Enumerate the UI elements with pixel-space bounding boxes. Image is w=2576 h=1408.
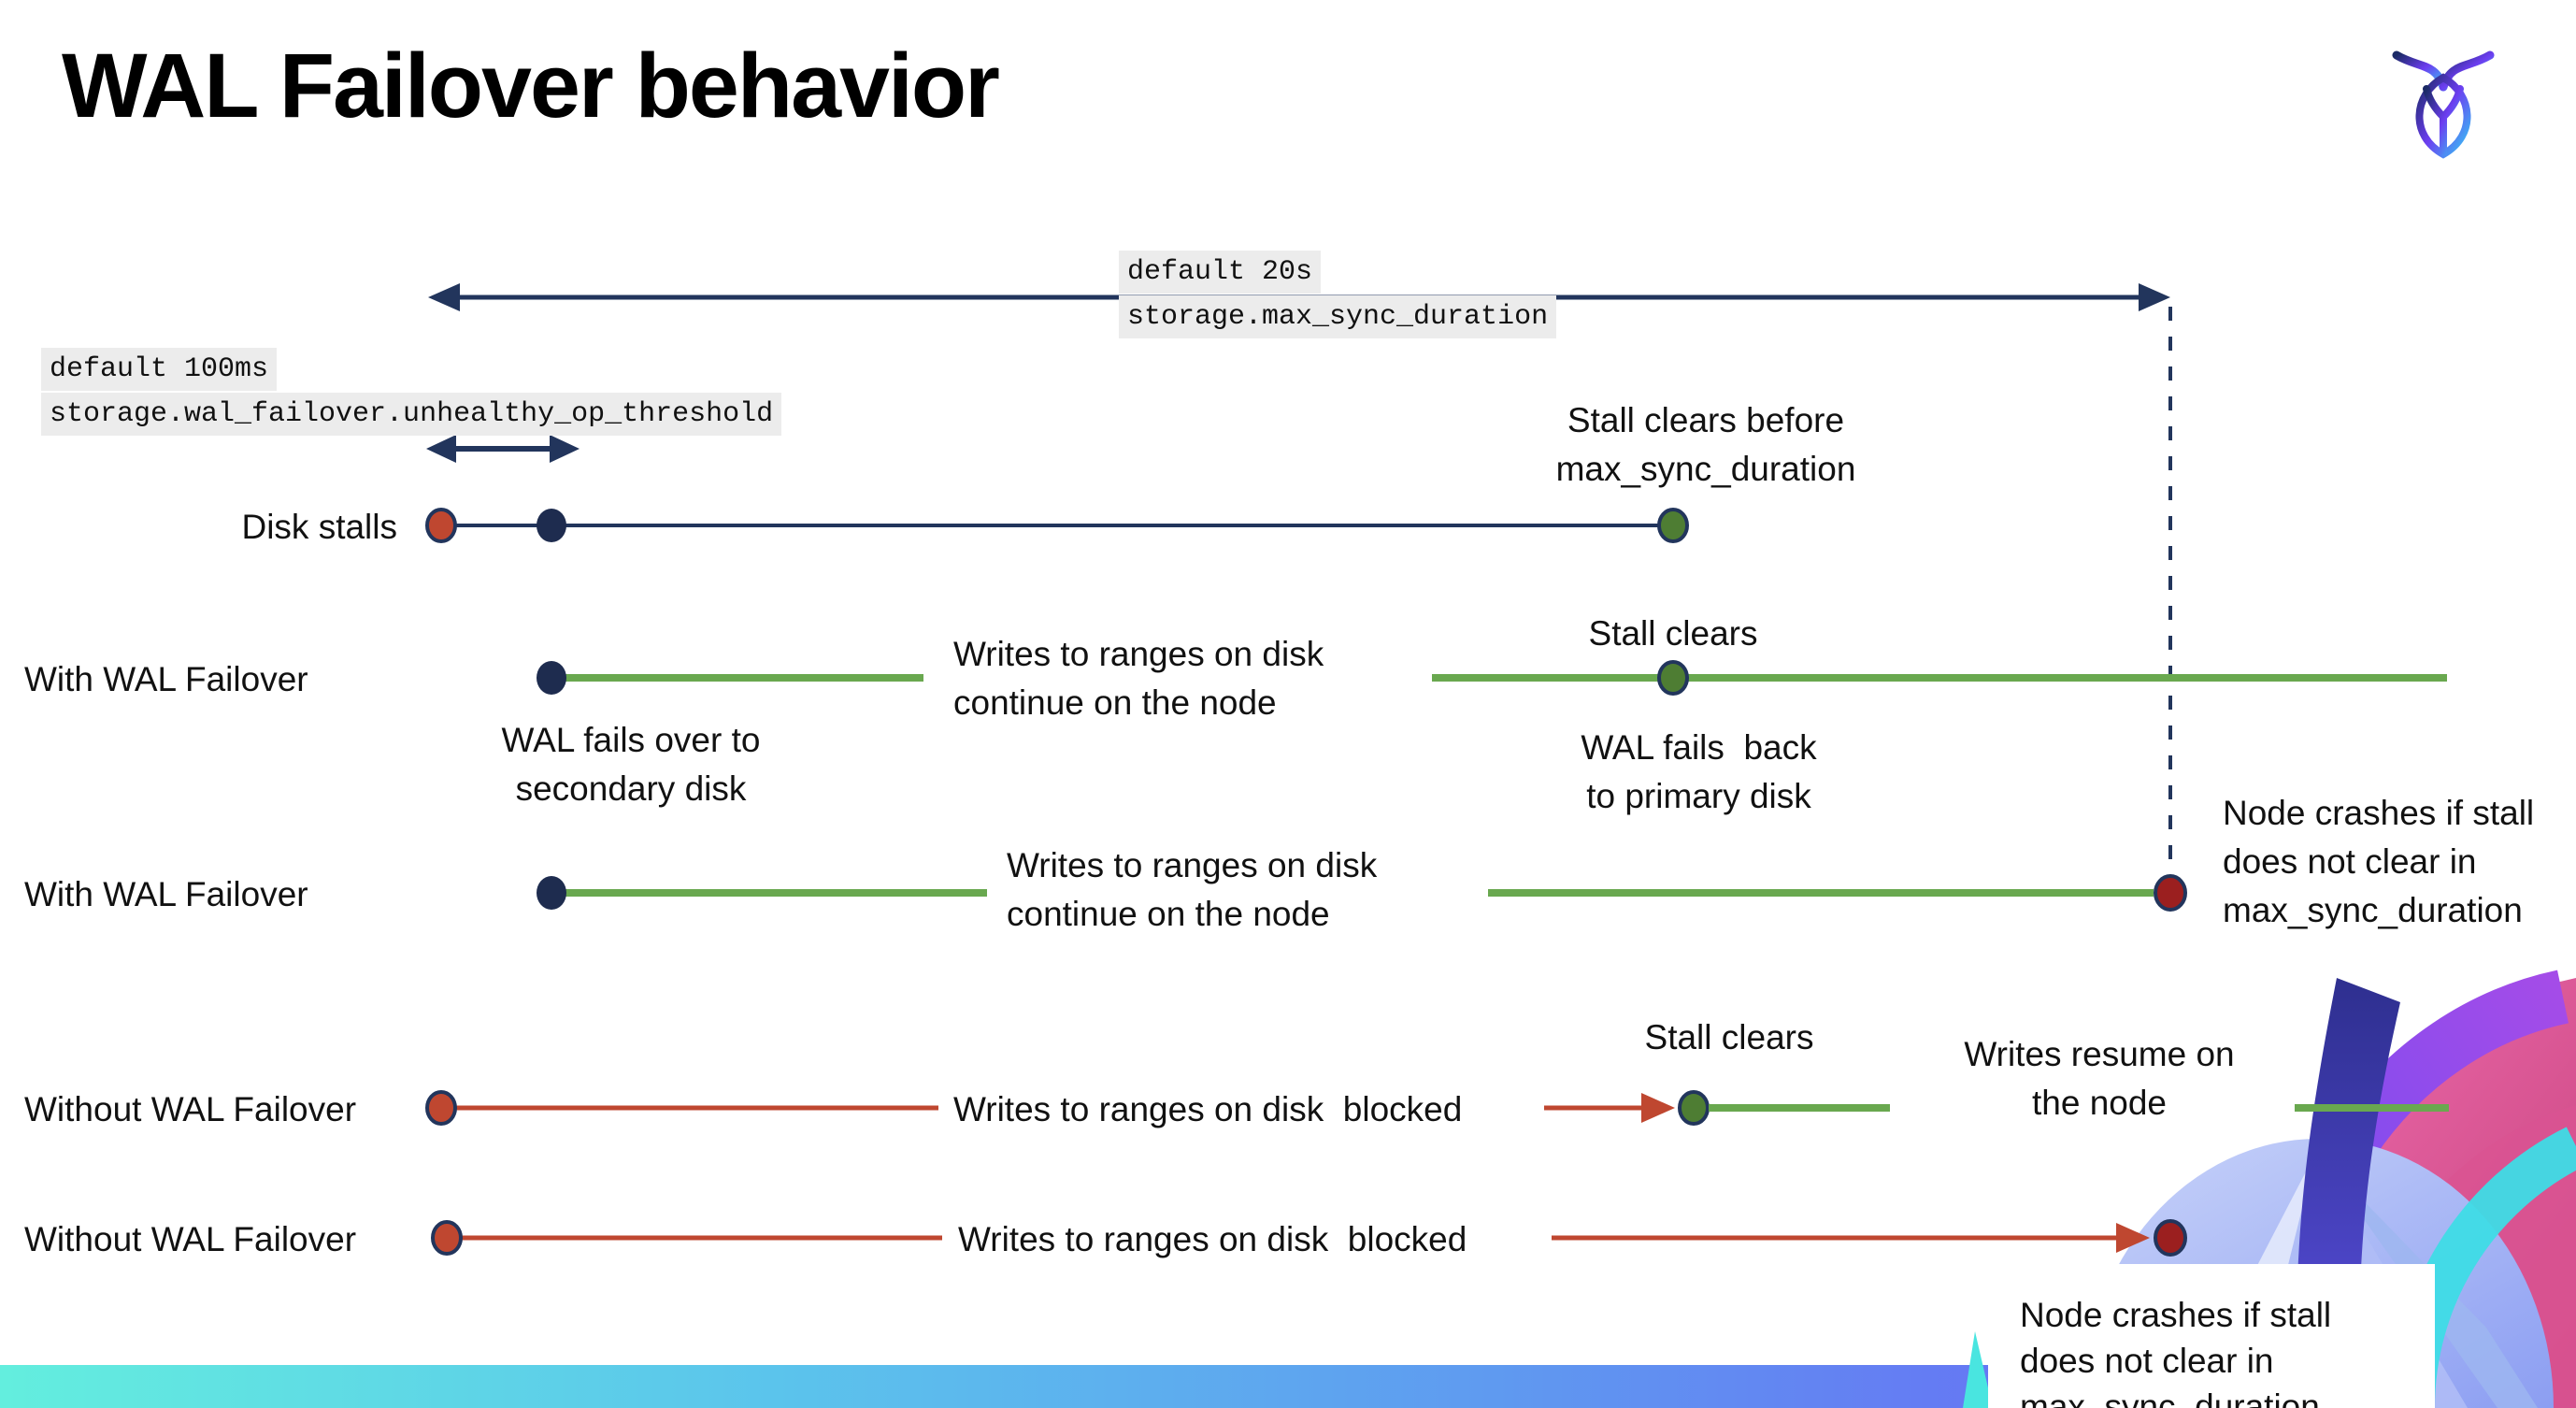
timeline-row-without-failover-clears [425,1090,2449,1126]
arrowhead-right-icon [2139,283,2170,311]
arrowhead-left-icon [428,283,460,311]
row-label-without-wal-failover-2: Without WAL Failover [24,1220,357,1258]
annotation-writes-blocked-1: Writes to ranges on disk blocked [953,1090,1463,1128]
annotation-wal-fails-over: WAL fails over to secondary disk [501,721,761,808]
arrowhead-right-icon [550,435,580,463]
setting-name: storage.max_sync_duration [1119,295,1557,338]
stall-clears-dot [1657,508,1689,543]
stall-clears-dot [1678,1090,1710,1126]
annotation-wal-fails-back: WAL fails back to primary disk [1581,728,1817,815]
page-title: WAL Failover behavior [62,35,1000,136]
failover-dot [537,661,566,695]
stall-clears-dot [1657,660,1689,696]
row-label-with-wal-failover-1: With WAL Failover [24,660,308,698]
setting-annotation-unhealthy-op: default 100ms storage.wal_failover.unhea… [41,348,782,438]
failover-dot [537,876,566,910]
stall-start-dot [425,1090,457,1126]
setting-annotation-max-sync: default 20s storage.max_sync_duration [1119,251,1557,340]
setting-default-value: default 20s [1119,251,1322,294]
annotation-writes-resume: Writes resume on the node [1927,1030,2271,1128]
arrowhead-left-icon [426,435,456,463]
timeline-row-disk-stalls [425,508,1689,543]
row-label-disk-stalls: Disk stalls [241,508,397,546]
crash-dot [2154,874,2187,912]
unhealthy-op-threshold-arrow [426,435,580,463]
setting-default-value: default 100ms [41,348,278,391]
cyan-sliver-shape [1963,1331,1993,1408]
annotation-node-crashes-2: Node crashes if stall does not clear in … [1988,1264,2435,1408]
body-vein [2423,85,2464,156]
arrowhead-right-icon [2116,1223,2150,1253]
setting-name: storage.wal_failover.unhealthy_op_thresh… [41,393,782,436]
arrowhead-right-icon [1641,1093,1675,1123]
annotation-stall-clears-2: Stall clears [1644,1018,1814,1056]
annotation-stall-clears-1: Stall clears [1588,614,1758,653]
row-label-with-wal-failover-2: With WAL Failover [24,875,308,913]
stall-start-dot [431,1220,463,1256]
annotation-writes-continue-2: Writes to ranges on disk continue on the… [1007,846,1378,933]
crash-dot [2154,1219,2187,1257]
annotation-writes-blocked-2: Writes to ranges on disk blocked [958,1220,1467,1258]
annotation-stall-clears-before: Stall clears before max_sync_duration [1555,401,1856,488]
stall-start-dot [425,508,457,543]
row-label-without-wal-failover-1: Without WAL Failover [24,1090,357,1128]
timeline-row-with-failover-clears [537,660,2447,696]
threshold-dot [537,509,566,542]
annotation-writes-continue-1: Writes to ranges on disk continue on the… [953,635,1324,722]
timeline-row-with-failover-crash [537,874,2187,912]
cockroachdb-logo-icon [2392,50,2495,159]
timeline-row-without-failover-crash [431,1219,2187,1257]
annotation-node-crashes-1: Node crashes if stall does not clear in … [2223,794,2535,929]
